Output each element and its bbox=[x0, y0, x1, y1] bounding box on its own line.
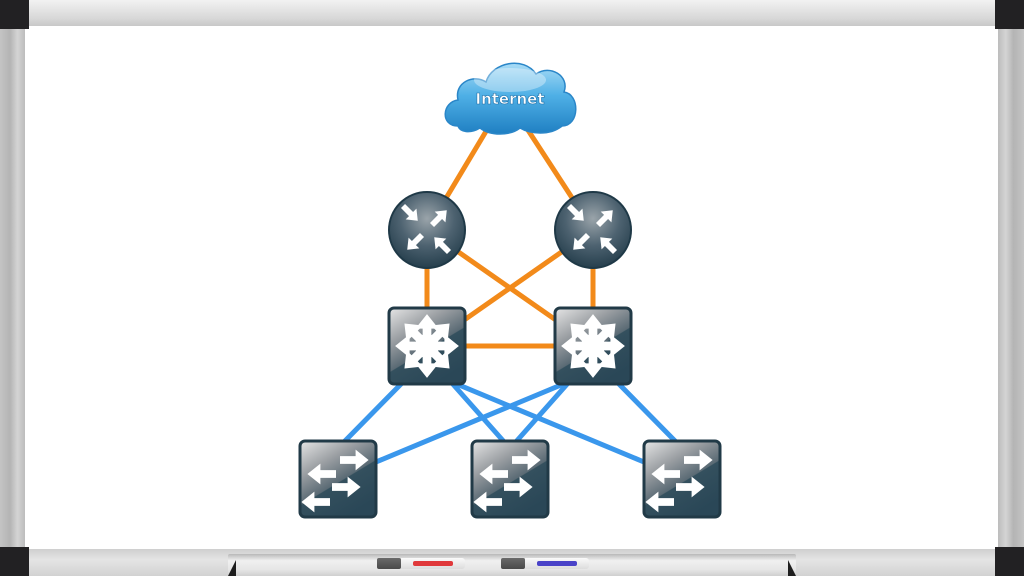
marker-tray-end-right bbox=[788, 560, 796, 576]
lan-link-dist-switch-1-to-access-switch-1 bbox=[339, 379, 406, 447]
dist-switch-2[interactable] bbox=[553, 306, 633, 386]
access-switch-1[interactable] bbox=[298, 439, 378, 519]
marker-stripe bbox=[413, 561, 453, 566]
lan-link-dist-switch-1-to-access-switch-3 bbox=[444, 377, 647, 465]
router-2[interactable] bbox=[554, 191, 632, 269]
nodes-layer: Internet bbox=[298, 62, 722, 519]
cloud-icon bbox=[444, 62, 577, 135]
switch-icon bbox=[470, 439, 550, 519]
marker-stripe bbox=[537, 561, 577, 566]
internet-cloud[interactable]: Internet bbox=[444, 62, 577, 135]
multilayer-switch-icon bbox=[387, 306, 467, 386]
frame-corner-bottom-right bbox=[995, 547, 1024, 576]
frame-corner-top-right bbox=[995, 0, 1024, 29]
marker-tray-end-left bbox=[228, 560, 236, 576]
access-switch-3[interactable] bbox=[642, 439, 722, 519]
whiteboard-frame-top bbox=[28, 0, 996, 26]
links-layer bbox=[339, 121, 681, 465]
frame-corner-top-left bbox=[0, 0, 29, 29]
lan-link-dist-switch-2-to-access-switch-2 bbox=[511, 379, 572, 447]
router-1[interactable] bbox=[388, 191, 466, 269]
whiteboard-frame-left bbox=[0, 28, 25, 548]
cloud-highlight bbox=[474, 68, 546, 92]
lan-link-dist-switch-2-to-access-switch-1 bbox=[373, 377, 576, 465]
marker-cap bbox=[377, 558, 401, 569]
whiteboard-frame-right bbox=[998, 28, 1024, 548]
dist-switch-1[interactable] bbox=[387, 306, 467, 386]
multilayer-switch-icon bbox=[553, 306, 633, 386]
internet-label: Internet bbox=[475, 90, 544, 108]
marker-cap bbox=[501, 558, 525, 569]
lan-link-dist-switch-2-to-access-switch-3 bbox=[614, 379, 681, 447]
frame-corner-bottom-left bbox=[0, 547, 29, 576]
switch-icon bbox=[298, 439, 378, 519]
router-icon bbox=[554, 191, 632, 269]
lan-link-dist-switch-1-to-access-switch-2 bbox=[448, 379, 509, 447]
access-switch-2[interactable] bbox=[470, 439, 550, 519]
switch-icon bbox=[642, 439, 722, 519]
router-icon bbox=[388, 191, 466, 269]
